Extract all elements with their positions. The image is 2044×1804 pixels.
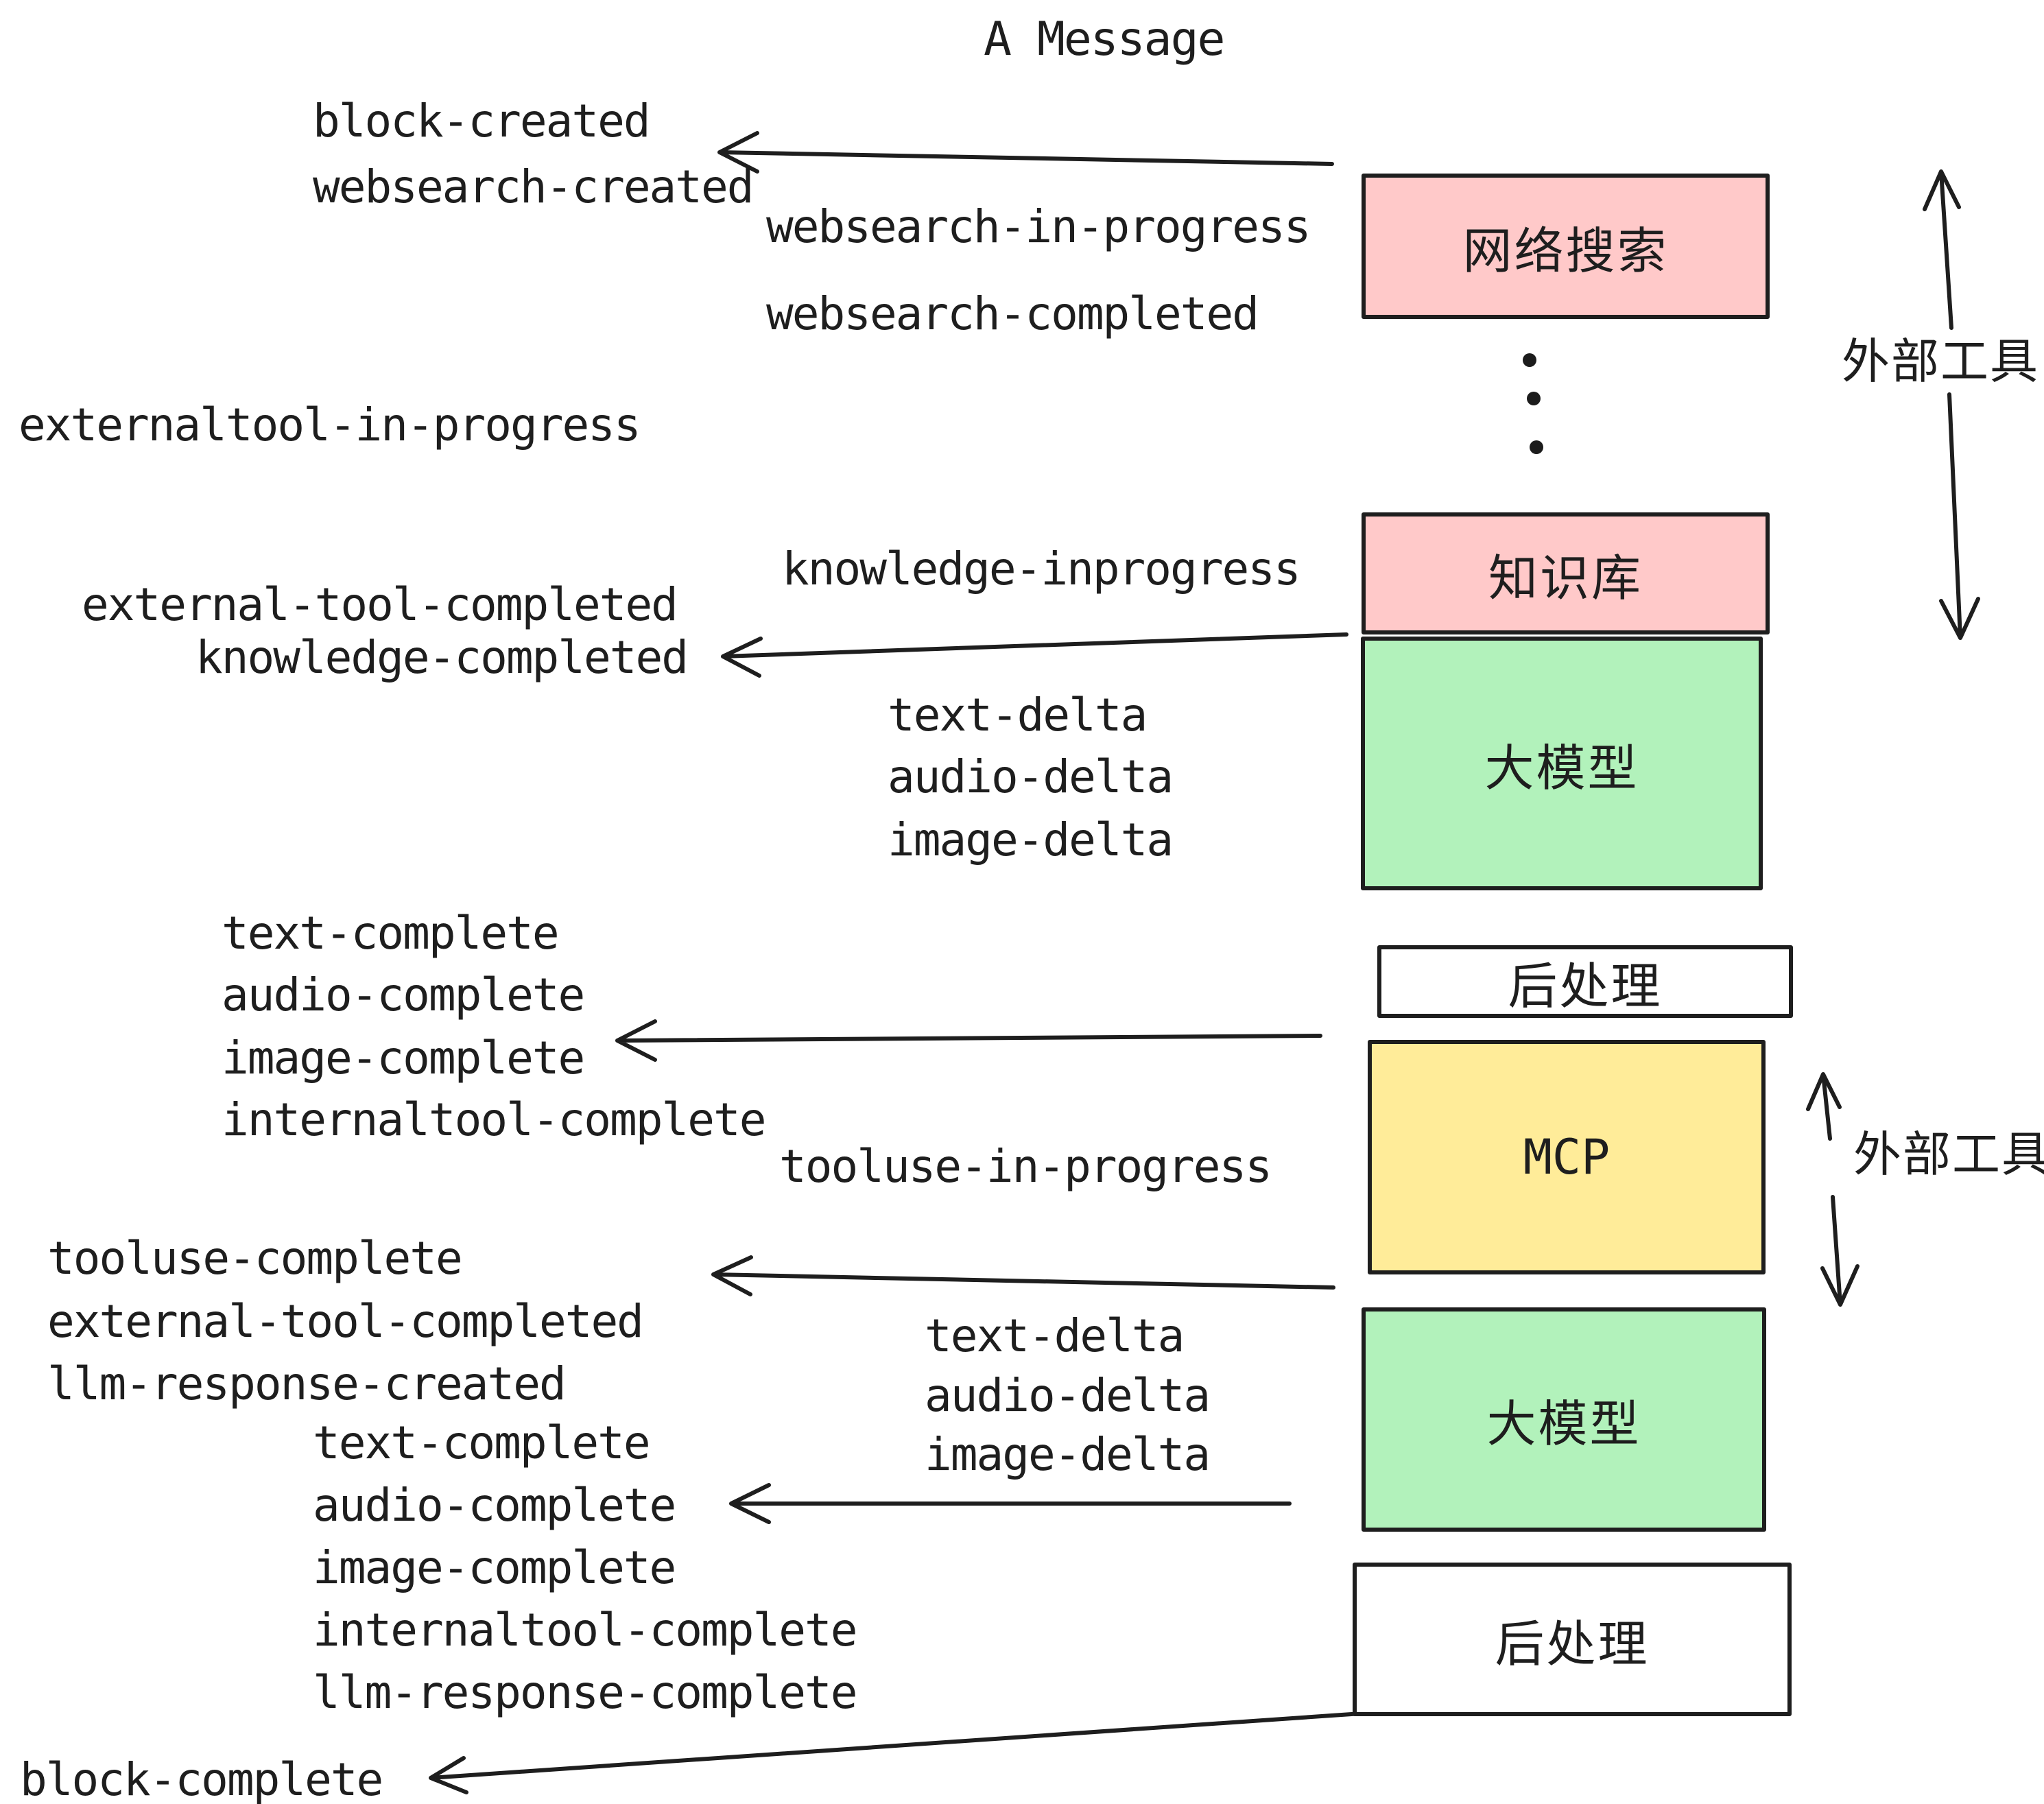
event-llm-response-created: llm-response-created [47, 1357, 567, 1410]
event-tooluse-complete: tooluse-complete [47, 1232, 463, 1285]
arrow-mcp-to-tooluse-complete [711, 1255, 1335, 1296]
event-text-delta-2: text-delta [925, 1309, 1185, 1362]
arrow-llm2-to-audio-complete [729, 1483, 1292, 1524]
external-tools-top-up-arrow [1923, 169, 1961, 330]
box-mcp: MCP [1368, 1040, 1766, 1274]
event-text-complete-2: text-complete [313, 1416, 651, 1469]
external-tools-top-label: 外部工具 [1842, 335, 2039, 388]
event-audio-complete-1: audio-complete [222, 969, 585, 1021]
arrow-post2-to-block-complete [429, 1711, 1364, 1794]
box-post-1-label: 后处理 [1508, 959, 1663, 1014]
event-audio-delta-2: audio-delta [925, 1369, 1211, 1422]
box-post-1: 后处理 [1377, 945, 1793, 1018]
arrow-post1-to-image-complete [615, 1019, 1322, 1062]
box-llm-2: 大模型 [1362, 1307, 1766, 1532]
external-tools-top-down-arrow [1939, 392, 1980, 640]
event-internaltool-complete-1: internaltool-complete [222, 1093, 766, 1146]
external-tools-mid-down-arrow [1820, 1195, 1859, 1307]
event-websearch-created: websearch-created [313, 161, 754, 213]
event-websearch-in-progress: websearch-in-progress [766, 200, 1311, 253]
event-knowledge-completed: knowledge-completed [195, 631, 689, 684]
ellipsis-dot-1 [1523, 353, 1536, 367]
event-image-complete-2: image-complete [313, 1541, 676, 1594]
page-title: A Message [984, 12, 1225, 67]
event-internaltool-complete-2: internaltool-complete [313, 1604, 857, 1657]
event-knowledge-inprogress: knowledge-inprogress [782, 543, 1301, 595]
ellipsis-dot-3 [1530, 440, 1543, 454]
event-external-tool-completed-2: external-tool-completed [47, 1295, 644, 1348]
event-tooluse-in-progress: tooluse-in-progress [779, 1140, 1272, 1193]
event-block-created: block-created [313, 95, 651, 147]
event-audio-delta-1: audio-delta [888, 750, 1174, 803]
box-llm-1-label: 大模型 [1484, 741, 1639, 796]
event-text-complete-1: text-complete [222, 907, 560, 960]
box-websearch-label: 网络搜索 [1462, 224, 1669, 279]
box-llm-2-label: 大模型 [1486, 1397, 1641, 1452]
event-external-tool-completed-1: external-tool-completed [82, 578, 678, 631]
external-tools-mid-up-arrow [1806, 1072, 1842, 1141]
event-llm-response-complete: llm-response-complete [313, 1666, 857, 1719]
arrow-knowledge-to-completed [721, 632, 1348, 678]
event-text-delta-1: text-delta [888, 689, 1148, 741]
event-image-complete-1: image-complete [222, 1032, 585, 1084]
box-knowledge-label: 知识库 [1488, 551, 1643, 606]
external-tools-mid-label: 外部工具 [1853, 1128, 2044, 1181]
event-block-complete: block-complete [20, 1753, 383, 1804]
ellipsis-dot-2 [1527, 392, 1541, 405]
event-websearch-completed: websearch-completed [766, 287, 1259, 340]
box-post-2: 后处理 [1353, 1563, 1792, 1716]
arrow-websearch-to-created [717, 131, 1334, 174]
event-image-delta-1: image-delta [888, 814, 1174, 866]
box-websearch: 网络搜索 [1362, 174, 1770, 319]
box-post-2-label: 后处理 [1495, 1617, 1650, 1672]
box-mcp-label: MCP [1523, 1129, 1611, 1185]
box-knowledge: 知识库 [1362, 512, 1770, 634]
event-audio-complete-2: audio-complete [313, 1479, 676, 1532]
box-llm-1: 大模型 [1361, 637, 1763, 890]
event-image-delta-2: image-delta [925, 1428, 1211, 1481]
event-externaltool-in-progress: externaltool-in-progress [19, 399, 641, 451]
